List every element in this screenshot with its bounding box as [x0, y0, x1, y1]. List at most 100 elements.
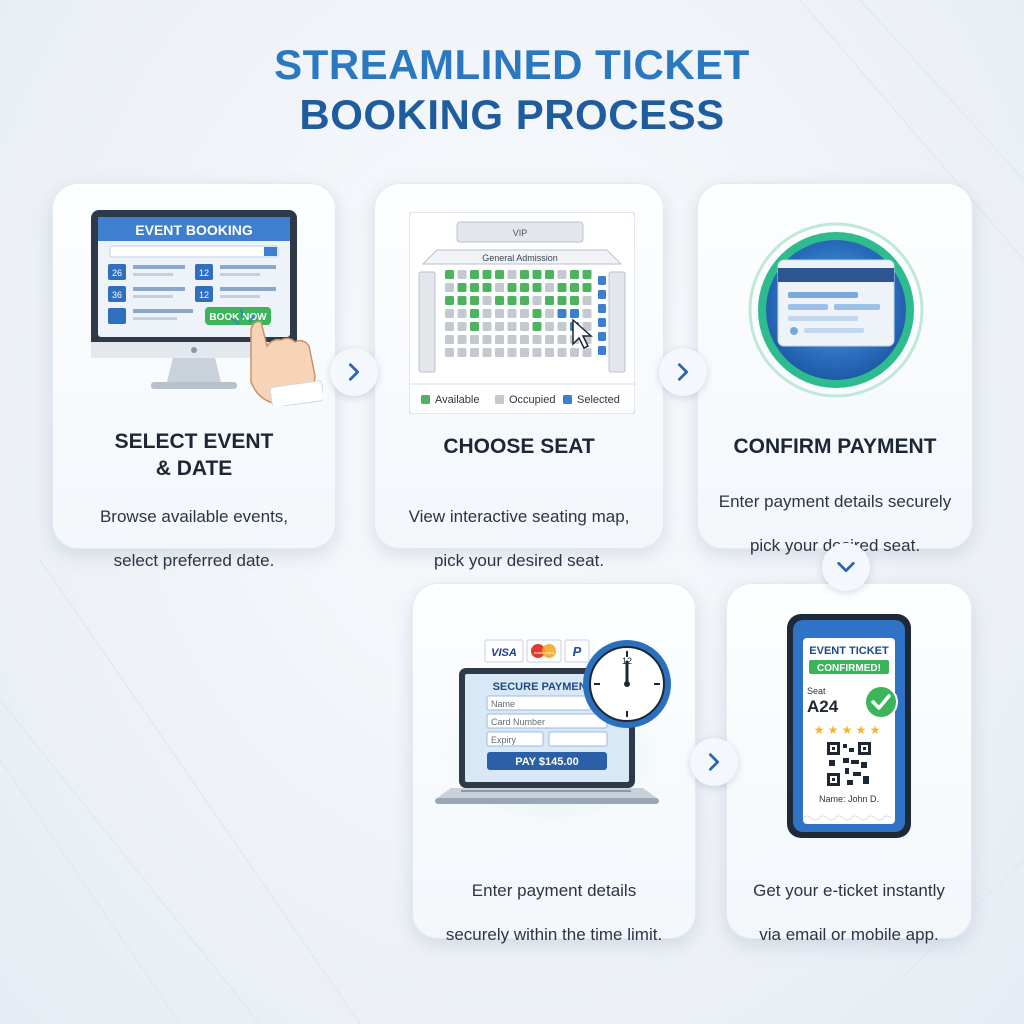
next-arrow-button[interactable]: [690, 738, 738, 786]
seat[interactable]: [445, 270, 454, 279]
seat[interactable]: [457, 270, 467, 279]
seat[interactable]: [507, 322, 517, 331]
seat[interactable]: [557, 322, 567, 331]
seat[interactable]: [520, 283, 529, 292]
seat[interactable]: [532, 322, 542, 331]
seat[interactable]: [520, 335, 529, 344]
seat[interactable]: [482, 348, 492, 357]
seat[interactable]: [598, 276, 606, 285]
seat[interactable]: [507, 283, 517, 292]
seat[interactable]: [532, 283, 542, 292]
seat[interactable]: [495, 309, 504, 318]
seat[interactable]: [482, 335, 492, 344]
seat[interactable]: [470, 322, 479, 331]
seat[interactable]: [520, 348, 529, 357]
seat[interactable]: [470, 309, 479, 318]
pay-button[interactable]: [487, 752, 607, 770]
seat[interactable]: [545, 270, 554, 279]
card-number-placeholder: Card Number: [491, 717, 545, 727]
seat[interactable]: [482, 296, 492, 305]
next-arrow-button[interactable]: [330, 348, 378, 396]
seat[interactable]: [532, 309, 542, 318]
seat[interactable]: [532, 296, 542, 305]
next-arrow-button[interactable]: [659, 348, 707, 396]
seat[interactable]: [470, 270, 479, 279]
seat[interactable]: [445, 335, 454, 344]
seat[interactable]: [495, 283, 504, 292]
seat[interactable]: [507, 296, 517, 305]
seat[interactable]: [495, 322, 504, 331]
seat[interactable]: [457, 348, 467, 357]
seat[interactable]: [582, 296, 592, 305]
seat[interactable]: [557, 270, 567, 279]
seat[interactable]: [520, 270, 529, 279]
seat[interactable]: [507, 309, 517, 318]
seat[interactable]: [507, 348, 517, 357]
seat[interactable]: [557, 309, 567, 318]
seat[interactable]: [470, 348, 479, 357]
seat[interactable]: [557, 348, 567, 357]
seat[interactable]: [457, 296, 467, 305]
seat[interactable]: [570, 283, 579, 292]
seat[interactable]: [470, 296, 479, 305]
seat[interactable]: [445, 296, 454, 305]
seat[interactable]: [495, 348, 504, 357]
seat[interactable]: [598, 346, 606, 355]
expiry-field[interactable]: [486, 731, 544, 747]
event-date: 26: [112, 268, 122, 278]
seat[interactable]: [532, 335, 542, 344]
seat[interactable]: [598, 290, 606, 299]
seat[interactable]: [582, 348, 592, 357]
seat[interactable]: [557, 296, 567, 305]
seat[interactable]: [482, 309, 492, 318]
seat[interactable]: [557, 283, 567, 292]
seat[interactable]: [457, 335, 467, 344]
seat[interactable]: [570, 270, 579, 279]
seat[interactable]: [532, 270, 542, 279]
seat[interactable]: [482, 270, 492, 279]
seat[interactable]: [520, 322, 529, 331]
seat[interactable]: [495, 296, 504, 305]
seat[interactable]: [582, 322, 592, 331]
seat[interactable]: [495, 270, 504, 279]
seat[interactable]: [482, 322, 492, 331]
seat[interactable]: [582, 283, 592, 292]
seat-value: A24: [807, 697, 839, 716]
seat[interactable]: [557, 335, 567, 344]
seat[interactable]: [545, 296, 554, 305]
seat[interactable]: [545, 335, 554, 344]
seat[interactable]: [582, 309, 592, 318]
seat[interactable]: [598, 318, 606, 327]
seat[interactable]: [445, 348, 454, 357]
desc-line-1: Enter payment details: [471, 881, 637, 900]
seat[interactable]: [470, 283, 479, 292]
seat[interactable]: [482, 283, 492, 292]
seat[interactable]: [570, 309, 579, 318]
cvv-field[interactable]: [548, 731, 608, 747]
seat[interactable]: [532, 348, 542, 357]
seat[interactable]: [457, 322, 467, 331]
seat[interactable]: [570, 296, 579, 305]
seat[interactable]: [582, 270, 592, 279]
seat[interactable]: [545, 322, 554, 331]
seat[interactable]: [545, 348, 554, 357]
seat[interactable]: [470, 335, 479, 344]
seat[interactable]: [457, 309, 467, 318]
seat-grid[interactable]: [445, 270, 606, 357]
seat[interactable]: [457, 283, 467, 292]
seat[interactable]: [445, 309, 454, 318]
seat[interactable]: [445, 283, 454, 292]
seat[interactable]: [598, 332, 606, 341]
down-arrow-button[interactable]: [822, 543, 870, 591]
seat[interactable]: [520, 296, 529, 305]
seat[interactable]: [520, 309, 529, 318]
seat[interactable]: [445, 322, 454, 331]
seat[interactable]: [545, 283, 554, 292]
seat[interactable]: [507, 335, 517, 344]
seat[interactable]: [570, 348, 579, 357]
seat[interactable]: [545, 309, 554, 318]
seat[interactable]: [495, 335, 504, 344]
seat[interactable]: [598, 304, 606, 313]
book-now-button[interactable]: [205, 307, 271, 325]
seat[interactable]: [507, 270, 517, 279]
